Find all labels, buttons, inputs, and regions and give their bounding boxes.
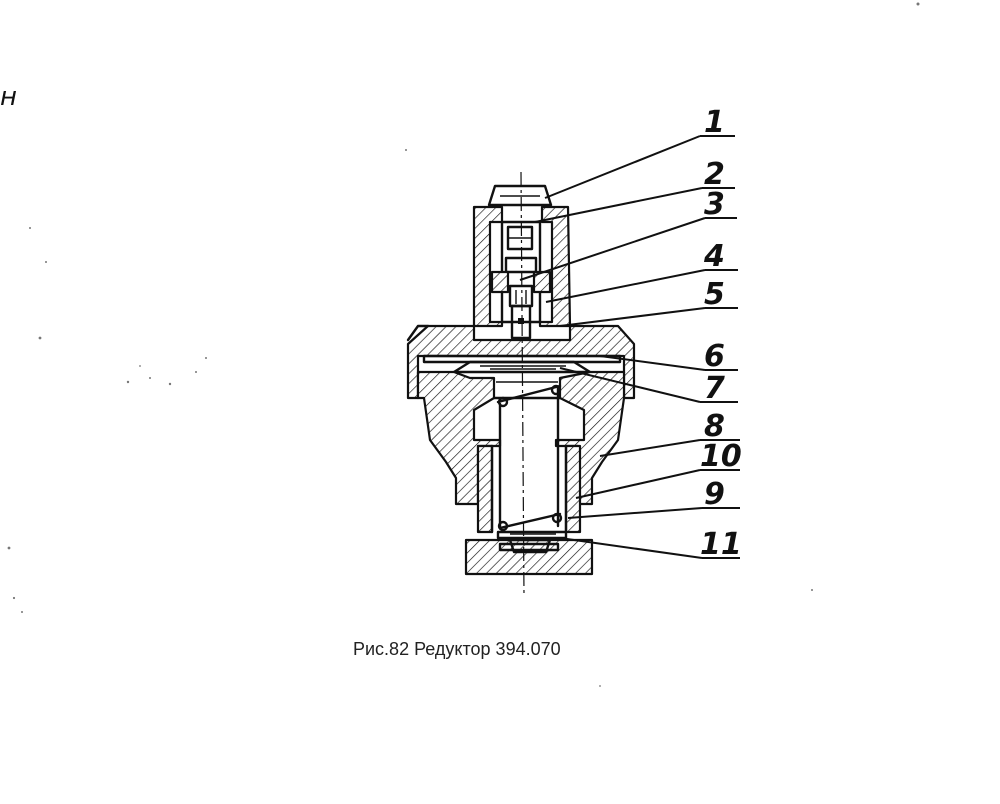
- leader-11: [559, 537, 703, 559]
- top-cap: [487, 184, 553, 207]
- adjusting-nut-bore: [508, 538, 552, 554]
- main-body-flange: [406, 324, 636, 400]
- diaphragm: [422, 354, 622, 364]
- callout-11: 11: [700, 527, 742, 562]
- valve-housing-left: [472, 205, 504, 328]
- leader-1: [544, 135, 701, 199]
- sleeve-left: [476, 444, 494, 534]
- spring-plate: [496, 530, 568, 540]
- callout-9: 9: [704, 477, 725, 512]
- leader-8: [599, 439, 701, 457]
- valve-stem-upper: [508, 284, 534, 308]
- valve-housing-right: [538, 205, 572, 328]
- margin-letter: н: [0, 82, 17, 112]
- callout-7: 7: [704, 371, 725, 406]
- valve-stem-lower: [510, 304, 532, 340]
- callout-2: 2: [704, 157, 725, 192]
- leader-2: [534, 187, 703, 223]
- sleeve-right: [564, 444, 582, 534]
- leader-7: [559, 367, 701, 403]
- callout-8: 8: [704, 409, 725, 444]
- spring: [496, 384, 563, 532]
- centre-axis: [520, 171, 525, 597]
- leader-6: [599, 355, 706, 371]
- callout-5: 5: [704, 277, 725, 312]
- leader-5: [559, 307, 706, 327]
- callout-3: 3: [704, 187, 725, 222]
- valve-seat: [504, 256, 538, 274]
- leader-10: [575, 469, 701, 499]
- leader-4: [545, 269, 706, 303]
- callout-10: 10: [700, 439, 742, 474]
- callout-4: 4: [703, 239, 725, 274]
- callout-leaders: [519, 135, 740, 559]
- callout-labels: 1 2 3 4 5 6 7 8 10 9 11: [700, 105, 742, 562]
- leader-3: [519, 217, 706, 281]
- leader-9: [567, 507, 703, 519]
- reducer-cross-section: [406, 171, 636, 597]
- callout-1: 1: [704, 105, 725, 140]
- scan-specks: [7, 2, 920, 687]
- valve-seat-ring-left: [490, 270, 510, 294]
- figure-caption: Рис.82 Редуктор 394.070: [353, 639, 561, 659]
- callout-6: 6: [704, 339, 725, 374]
- union-nut: [406, 324, 430, 342]
